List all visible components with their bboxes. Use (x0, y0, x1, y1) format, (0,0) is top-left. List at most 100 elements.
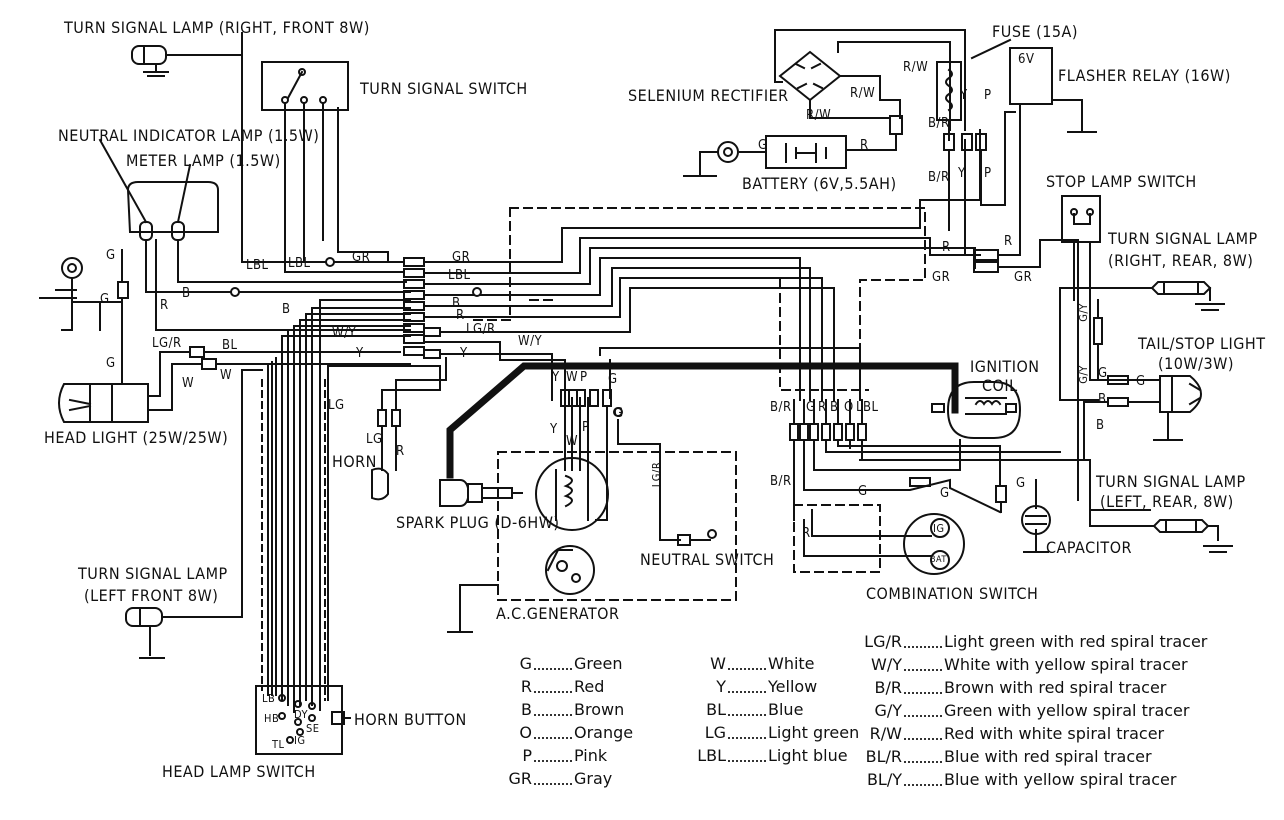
combination-switch (903, 513, 965, 575)
wire-tag: R (396, 444, 405, 459)
legend-code: BL/R (865, 747, 902, 766)
legend-meaning: Gray (574, 769, 613, 788)
label-turn-signal-switch: TURN SIGNAL SWITCH (360, 79, 528, 98)
legend-dots (534, 652, 572, 670)
wire-tag: GR (452, 250, 471, 265)
legend-code: B (521, 700, 532, 719)
label-turn-signal-right-rear-2: (RIGHT, REAR, 8W) (1108, 251, 1254, 270)
wire-tag: R (456, 308, 465, 323)
legend-meaning: Yellow (768, 677, 818, 696)
wire-tag: R (818, 400, 827, 415)
turn-signal-left-rear-lamp (1152, 519, 1210, 533)
ground-connector-left (39, 257, 83, 299)
wire-tag: LBL (246, 258, 269, 273)
label-turn-signal-left-front-2: (LEFT FRONT 8W) (84, 586, 219, 605)
wire-tag: B (282, 302, 291, 317)
legend-dots (728, 652, 766, 670)
meter-housing (126, 181, 219, 241)
wire-tag: G/Y (1076, 365, 1090, 384)
wire-tag: G (758, 138, 768, 153)
selenium-rectifier (778, 50, 842, 102)
label-battery: BATTERY (6V,5.5AH) (742, 174, 897, 193)
wire-tag: R (160, 298, 169, 313)
wire-tag: G (940, 486, 950, 501)
wire-tag: R/W (903, 60, 929, 75)
legend-meaning: White with yellow spiral tracer (944, 655, 1188, 674)
legend-meaning: Blue (768, 700, 804, 719)
label-horn: HORN (332, 452, 377, 471)
wire-tag: G (858, 484, 868, 499)
legend-dots (534, 744, 572, 762)
label-meter-lamp: METER LAMP (1.5W) (126, 151, 281, 170)
wire-tag: LG/R (466, 322, 496, 337)
wire-tag: W (182, 376, 195, 391)
wire-tag: LBL (288, 256, 311, 271)
label-selenium-rectifier: SELENIUM RECTIFIER (628, 86, 789, 105)
wire-tag: G (106, 356, 116, 371)
terminal-ig: IG (294, 734, 306, 747)
wire-tag: G (806, 400, 816, 415)
wire-tag: GR (352, 250, 371, 265)
wire-tag: W (566, 370, 579, 385)
label-neutral-indicator-lamp: NEUTRAL INDICATOR LAMP (1.5W) (58, 126, 320, 145)
wire-tag: R (942, 240, 951, 255)
wire-tag: B (830, 400, 839, 415)
capacitor (1021, 501, 1051, 537)
wire-tag: LBL (856, 400, 879, 415)
wire-tag: G (1016, 476, 1026, 491)
legend-dots (728, 698, 766, 716)
legend-dots (534, 675, 572, 693)
wire-tag: Y (958, 166, 966, 181)
turn-signal-right-rear-lamp (1150, 281, 1212, 295)
wire-tag: R (802, 526, 811, 541)
wire-tag: G (100, 292, 110, 307)
wire-tag: B/R (770, 400, 792, 415)
wire-tag: G (608, 372, 618, 387)
terminal-hb: HB (264, 712, 280, 725)
wire-tag: W (220, 368, 233, 383)
legend-code: O (519, 723, 532, 742)
legend-meaning: Green (574, 654, 623, 673)
legend-code: GR (508, 769, 532, 788)
legend-dots (534, 767, 572, 785)
wire-tag: B (1098, 392, 1107, 407)
wire-tag: Y (460, 346, 468, 361)
legend-code: G/Y (874, 701, 902, 720)
wire-tag: O (844, 400, 854, 415)
wire-tag: R/W (850, 86, 876, 101)
head-light (58, 383, 149, 423)
label-turn-signal-left-rear-1: TURN SIGNAL LAMP (1096, 472, 1246, 491)
ignition-coil (931, 381, 1022, 439)
legend-dots (904, 745, 942, 763)
label-stop-lamp-switch: STOP LAMP SWITCH (1046, 172, 1197, 191)
wire-tag: G (1136, 374, 1146, 389)
battery (765, 135, 847, 169)
label-tail-stop-light-2: (10W/3W) (1158, 354, 1235, 373)
head-lamp-switch (255, 685, 343, 755)
wire-tag: P (984, 166, 992, 181)
label-ignition-coil-1: IGNITION (970, 357, 1040, 376)
wire-tag: LG (366, 432, 383, 447)
turn-signal-right-front-lamp (131, 32, 243, 77)
terminal-bat-switch: BAT (930, 555, 947, 565)
lower-connector-block (789, 423, 867, 441)
legend-dots (728, 744, 766, 762)
legend-meaning: White (768, 654, 815, 673)
legend-meaning: Light green with red spiral tracer (944, 632, 1208, 651)
legend-code: R/W (869, 724, 902, 743)
legend-meaning: Red with white spiral tracer (944, 724, 1165, 743)
legend-dots (904, 653, 942, 671)
flasher-relay (1009, 47, 1053, 105)
wire-tag: Y (550, 422, 558, 437)
